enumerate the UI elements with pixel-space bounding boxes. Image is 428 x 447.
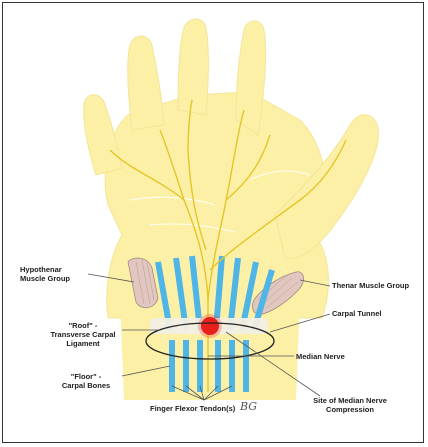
index-finger: [235, 20, 267, 136]
thenar-label: Thenar Muscle Group: [332, 281, 410, 290]
hypothenar-muscle: [127, 257, 159, 309]
hypothenar-label: Hypothenar Muscle Group: [20, 265, 70, 283]
ring-finger: [127, 35, 165, 131]
leader-lines: [87, 273, 331, 401]
median-nerve: [109, 99, 347, 392]
figure-frame: [2, 2, 424, 443]
thumb: [274, 114, 379, 260]
floor-label-line1: "Floor" -: [70, 372, 102, 381]
tendon-4: [213, 255, 225, 331]
roof-label-line1: "Roof" -: [68, 321, 98, 330]
roof-label: "Roof" - Transverse Carpal Ligament: [38, 321, 128, 348]
median-nerve-label: Median Nerve: [296, 352, 345, 361]
carpal-tunnel-label: Carpal Tunnel: [332, 309, 382, 318]
compression-site-label: Site of Median Nerve Compression: [300, 396, 400, 414]
little-finger: [83, 94, 123, 176]
floor-label: "Floor" - Carpal Bones: [56, 372, 116, 390]
floor-label-line2: Carpal Bones: [61, 381, 111, 390]
carpal-tunnel-outline: [145, 322, 275, 360]
flexor-tendons-label: Finger Flexor Tendon(s): [150, 404, 236, 413]
signature: BG: [240, 400, 258, 413]
hypothenar-label-line2: Muscle Group: [20, 274, 71, 283]
compression-site-label-line2: Compression: [326, 405, 374, 414]
roof-label-line3: Ligament: [66, 339, 100, 348]
compression-site: [201, 317, 219, 335]
compression-site-label-line1: Site of Median Nerve: [313, 396, 387, 405]
middle-finger: [177, 18, 209, 116]
hypothenar-label-line1: Hypothenar: [20, 265, 62, 274]
tendon-3: [189, 255, 203, 331]
roof-label-line2: Transverse Carpal: [50, 330, 116, 339]
